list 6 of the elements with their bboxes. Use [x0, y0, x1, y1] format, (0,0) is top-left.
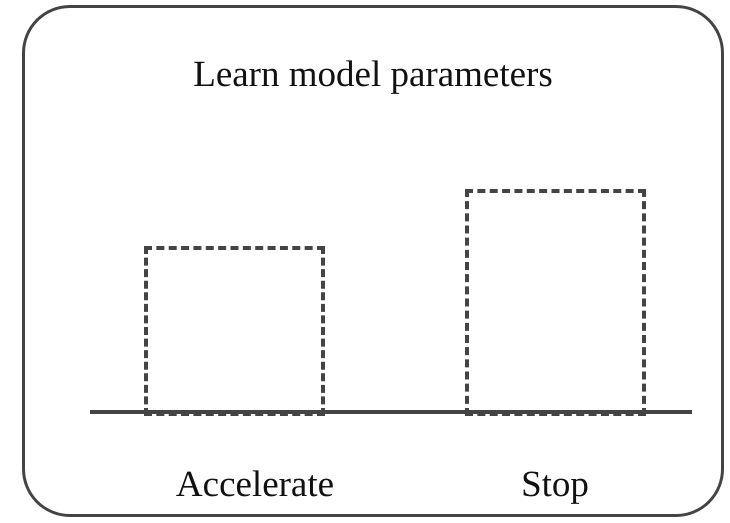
- heading: Learn model parameters: [192, 53, 554, 96]
- rounded-panel: [22, 5, 724, 517]
- bar-label: Stop: [520, 463, 590, 506]
- bar-label: Accelerate: [174, 463, 336, 506]
- dashed-box: [144, 246, 325, 416]
- dashed-box: [465, 189, 646, 416]
